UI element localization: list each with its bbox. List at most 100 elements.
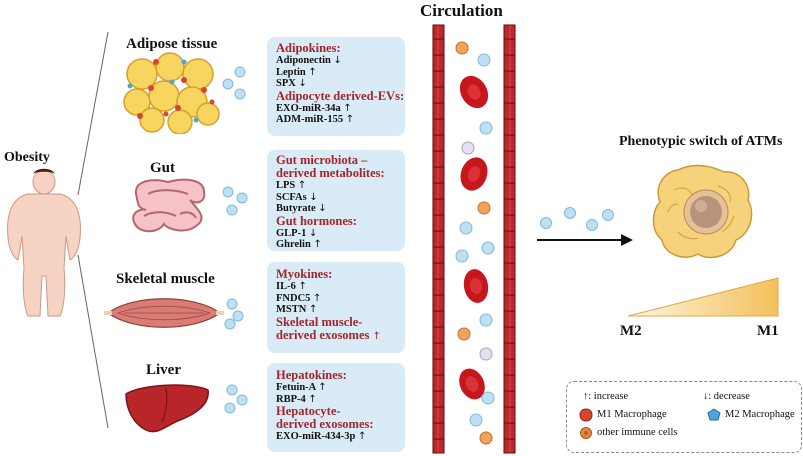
atm-title: Phenotypic switch of ATMs	[619, 134, 783, 149]
obesity-label: Obesity	[4, 150, 50, 165]
panel-item: LPS ↑	[276, 180, 385, 192]
panel-adipose: Adipokines:Adiponectin ↓Leptin ↑SPX ↓Adi…	[267, 37, 405, 136]
panel-item-text: EXO-miR-434-3p	[276, 431, 356, 442]
legend-other: other immune cells	[597, 427, 678, 438]
panel-item: Butyrate ↓	[276, 203, 385, 215]
panel-item: EXO-miR-434-3p ↑	[276, 431, 374, 443]
legend-decrease: ↓: decrease	[703, 391, 750, 402]
panel-item: ADM-miR-155 ↑	[276, 114, 404, 126]
panel-item-text: ADM-miR-155	[276, 114, 344, 125]
blood-vessel	[432, 24, 516, 454]
panel-item-text: Ghrelin	[276, 239, 311, 250]
other-immune-cells-icon	[580, 427, 592, 439]
panel-item-text: EXO-miR-34a	[276, 102, 341, 114]
panel-item-text: Hepatokines:	[276, 368, 347, 382]
panel-heading: Gut hormones:	[276, 213, 385, 228]
increase-arrow-icon: ↑	[308, 304, 318, 315]
circulation-title: Circulation	[420, 1, 503, 20]
panel-heading: derived metabolites:	[276, 167, 385, 180]
panel-item-text: Butyrate	[276, 203, 316, 214]
panel-item-text: MSTN	[276, 304, 307, 315]
section-title-muscle: Skeletal muscle	[116, 271, 215, 287]
panel-item-text: RBP-4	[276, 393, 306, 405]
panel-item: Fetuin-A ↑	[276, 382, 374, 394]
increase-arrow-icon: ↑	[308, 66, 317, 78]
arrow-to-atm-icon	[537, 234, 633, 246]
panel-item: EXO-miR-34a ↑	[276, 103, 404, 115]
panel-item-text: derived exosomes:	[276, 417, 374, 431]
panel-heading: Adipokines:	[276, 42, 404, 55]
panel-heading: Hepatocyte-	[276, 405, 374, 418]
adipose-tissue-icon	[123, 52, 220, 134]
increase-arrow-icon: ↑	[343, 102, 352, 114]
panel-item-text: Leptin	[276, 66, 306, 78]
increase-arrow-icon: ↑	[297, 180, 307, 191]
decrease-arrow-icon: ↓	[318, 203, 327, 214]
panel-item: SPX ↓	[276, 78, 404, 90]
panel-item-text: LPS	[276, 180, 296, 191]
decrease-arrow-icon: ↓	[298, 78, 307, 89]
panel-item-text: Fetuin-A	[276, 382, 316, 393]
obese-figure-icon	[7, 168, 81, 317]
panel-item-text: Gut hormones:	[276, 213, 357, 228]
panel-item-text: Hepatocyte-	[276, 404, 341, 418]
panel-item: MSTN ↑	[276, 304, 381, 316]
gradient-label-m2: M2	[620, 323, 642, 339]
legend-m1: M1 Macrophage	[597, 409, 667, 420]
section-title-gut: Gut	[150, 160, 176, 176]
panel-skeletal-muscle: Myokines:IL-6 ↑FNDC5 ↑MSTN ↑Skeletal mus…	[267, 262, 405, 353]
legend: ↑: increase ↓: decrease M1 Macrophage M2…	[566, 381, 802, 453]
increase-arrow-icon: ↑	[313, 292, 322, 304]
section-title-adipose: Adipose tissue	[126, 36, 218, 52]
m2-m1-gradient	[628, 277, 779, 317]
gut-icon	[132, 178, 206, 233]
gradient-label-m1: M1	[757, 323, 779, 339]
increase-arrow-icon: ↑	[313, 239, 322, 250]
panel-heading: Skeletal muscle-	[276, 314, 381, 329]
branch-lines	[77, 31, 109, 429]
panel-heading: Hepatokines:	[276, 369, 374, 382]
panel-item-text: SCFAs	[276, 191, 307, 203]
panel-item-text: Adipokines:	[276, 41, 341, 55]
increase-arrow-icon: ↑	[318, 382, 327, 393]
panel-item-text: Myokines:	[276, 267, 333, 281]
legend-increase: ↑: increase	[583, 391, 629, 402]
panel-item: SCFAs ↓	[276, 192, 385, 204]
m2-macrophage-icon	[707, 408, 721, 421]
panel-heading: derived exosomes:	[276, 418, 374, 431]
panel-item: FNDC5 ↑	[276, 293, 381, 305]
decrease-arrow-icon: ↓	[309, 191, 318, 203]
panel-item-text: GLP-1	[276, 227, 307, 239]
panel-item-text: derived metabolites:	[276, 166, 385, 180]
secreted-factors-dots	[222, 66, 248, 414]
panel-heading: Adipocyte derived-EVs:	[276, 88, 405, 103]
panel-item: Leptin ↑	[276, 67, 404, 79]
panel-item-text: Gut microbiota –	[276, 153, 368, 167]
increase-arrow-icon: ↑	[298, 281, 307, 292]
panel-item-text: Skeletal muscle-	[276, 314, 363, 329]
panel-item: GLP-1 ↓	[276, 228, 385, 240]
panel-item: RBP-4 ↑	[276, 394, 374, 406]
section-title-liver: Liver	[146, 362, 181, 378]
panel-heading: derived exosomes ↑	[276, 327, 381, 343]
m1-macrophage-icon	[579, 408, 593, 422]
increase-arrow-icon: ↑	[308, 393, 317, 405]
panel-item: Adiponectin ↓	[276, 55, 404, 67]
panel-heading: Myokines:	[276, 268, 381, 281]
panel-item-text: IL-6	[276, 281, 296, 292]
panel-item: Ghrelin ↑	[276, 239, 385, 251]
panel-liver: Hepatokines:Fetuin-A ↑RBP-4 ↑Hepatocyte-…	[267, 363, 405, 452]
panel-gut: Gut microbiota –derived metabolites:LPS …	[267, 150, 405, 251]
macrophage-icon	[652, 164, 753, 259]
decrease-arrow-icon: ↓	[333, 55, 342, 66]
panel-item-text: Adipocyte derived-EVs:	[276, 88, 405, 103]
panel-item-text: derived exosomes	[276, 327, 370, 342]
panel-item: IL-6 ↑	[276, 281, 381, 293]
panel-item-text: SPX	[276, 78, 296, 89]
decrease-arrow-icon: ↓	[308, 227, 318, 239]
skeletal-muscle-icon	[104, 298, 224, 328]
increase-arrow-icon: ↑	[357, 431, 367, 442]
panel-heading: Gut microbiota –	[276, 154, 385, 167]
liver-icon	[125, 384, 209, 433]
panel-item-text: FNDC5	[276, 292, 311, 304]
